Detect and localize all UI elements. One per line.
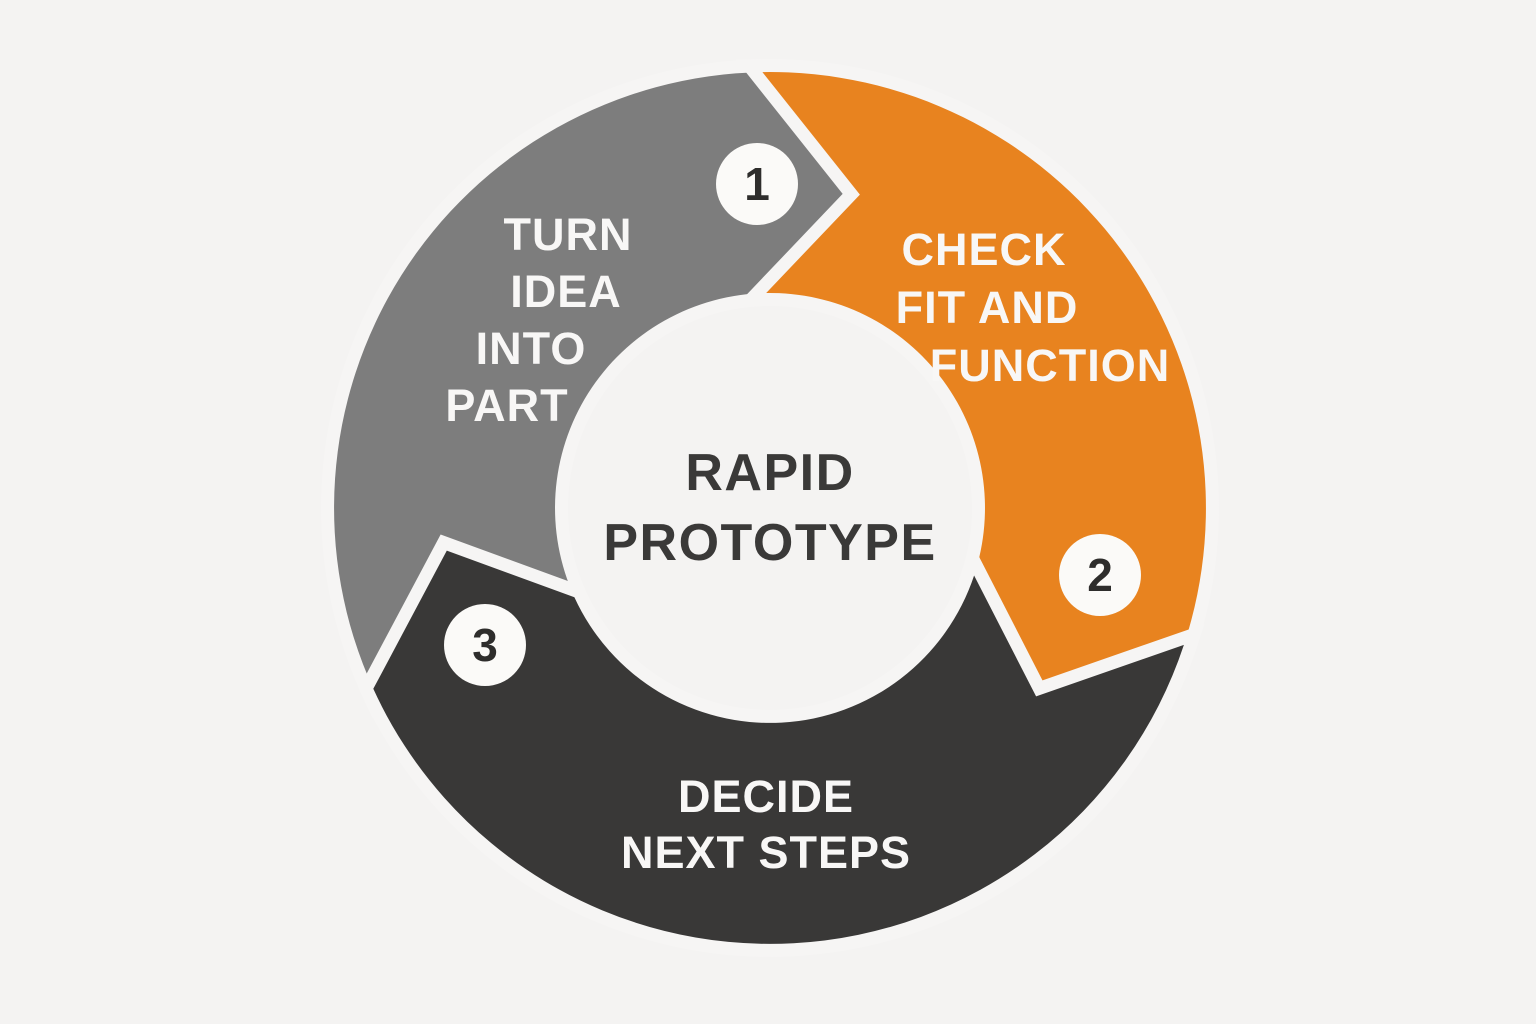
label-line: NEXT STEPS	[621, 827, 911, 878]
label-line: IDEA	[510, 266, 622, 317]
step-badge-2: 2	[1059, 534, 1141, 616]
label-turn-idea-into-part: TURN IDEA INTO PART	[445, 209, 633, 431]
badge-circle-2	[1059, 534, 1141, 616]
center-title-line-2: PROTOTYPE	[603, 514, 936, 572]
badge-number-1: 1	[744, 158, 770, 210]
badge-number-3: 3	[472, 619, 498, 671]
label-line: DECIDE	[678, 771, 854, 822]
label-line: FUNCTION	[930, 340, 1170, 391]
badge-number-2: 2	[1087, 549, 1113, 601]
label-decide-next-steps: DECIDE NEXT STEPS	[621, 771, 911, 878]
label-check-fit-and-function: CHECK FIT AND FUNCTION	[896, 224, 1170, 391]
step-badge-1: 1	[716, 143, 798, 225]
label-line: TURN	[504, 209, 633, 260]
badge-circle-3	[444, 604, 526, 686]
center-title-line-1: RAPID	[685, 444, 854, 502]
segment-decide-next-steps	[358, 534, 1205, 957]
center-title: RAPID PROTOTYPE	[603, 444, 936, 572]
label-line: PART	[445, 380, 568, 431]
step-badge-3: 3	[444, 604, 526, 686]
label-line: FIT AND	[896, 282, 1079, 333]
segment-turn-idea-into-part	[321, 58, 878, 719]
label-line: CHECK	[901, 224, 1066, 275]
badge-circle-1	[716, 143, 798, 225]
label-line: INTO	[476, 323, 587, 374]
